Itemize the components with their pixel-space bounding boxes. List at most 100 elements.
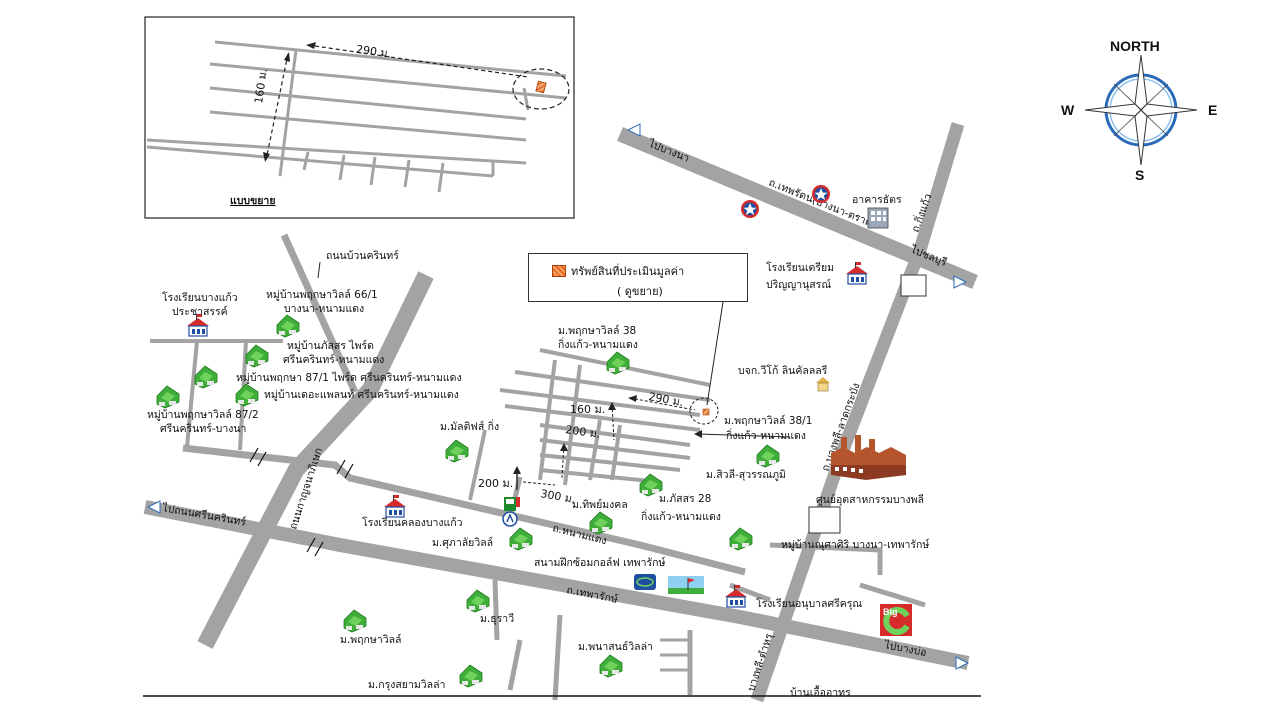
place-label: บางนา-หนามแดง <box>284 303 364 315</box>
school-icon <box>383 494 407 518</box>
place-label: กิ่งแก้ว-หนามแดง <box>558 337 638 351</box>
dist-300-label: 300 ม. <box>539 487 576 506</box>
place-label: ม.มัลติฟส์ กิ่ง <box>440 419 499 433</box>
house-icon <box>466 589 490 613</box>
place-label: อาคารธัตร <box>852 194 902 206</box>
dist-200a-label: 200 ม. <box>565 423 602 441</box>
place-label: หมู่บ้านณุศาศิริ บางนา-เทพารักษ์ <box>781 538 930 551</box>
place-label: ม.ธุราวี <box>480 612 514 625</box>
bigc-logo-icon: Big <box>880 604 912 636</box>
place-label: หมู่บ้านพฤกษาวิลล์ 87/2 <box>147 408 259 421</box>
place-label: ม.ภัสสร 28 <box>659 493 711 505</box>
place-label: หมู่บ้านภัสสร ไพร์ด <box>287 339 374 352</box>
inset-property-circle <box>512 68 570 110</box>
place-label: ม.ทิพย์มงคล <box>572 498 628 511</box>
legend-box: ทรัพย์สินที่ประเมินมูลค่า ( ดูขยาย) <box>528 253 748 302</box>
golf-course-icon <box>668 576 704 594</box>
dist-290-label: 290 ม. <box>647 390 684 409</box>
inset-caption: แบบขยาย <box>230 195 275 207</box>
place-label: กิ่งแก้ว-หนามแดง <box>726 428 806 442</box>
house-small-icon <box>816 377 830 392</box>
roundabout-icon <box>502 511 518 527</box>
house-icon <box>509 527 533 551</box>
place-labels: โรงเรียนบางแก้ว ประชาสรรค์ หมู่บ้านพฤกษา… <box>147 194 930 699</box>
place-label: สนามฝึกซ้อมกอล์ฟ เทพารักษ์ <box>534 556 666 569</box>
house-icon <box>194 365 218 389</box>
place-label: ม.พฤกษาวิลล์ 38 <box>558 324 636 337</box>
gas-pump-icon <box>504 497 520 511</box>
blank-square-icon <box>900 274 927 297</box>
legend-title: ทรัพย์สินที่ประเมินมูลค่า <box>571 265 685 278</box>
house-icon <box>459 664 483 688</box>
place-label: ม.พฤกษาวิลล์ <box>340 633 401 646</box>
inset-map: 290 ม. 160 ม. แบบขยาย <box>144 16 575 219</box>
house-icon <box>235 383 259 407</box>
bigc-logo-text: Big <box>883 607 898 617</box>
gas-station-icon <box>812 185 830 203</box>
gas-station-icon <box>741 200 759 218</box>
road-thepharak <box>143 500 970 670</box>
road-king-kaeo <box>182 444 746 576</box>
place-label: ม.พนาสนธ์วิลล่า <box>578 640 653 653</box>
office-building-icon <box>867 207 889 229</box>
property-marker <box>702 408 710 416</box>
compass-west-label: W <box>1061 102 1075 118</box>
place-label: โรงเรียนเตรียม <box>766 261 834 274</box>
road-srinakarin-north <box>280 233 359 394</box>
place-label: หมู่บ้านเดอะแพลนท์ ศรีนครินทร์-หนามแดง <box>264 388 459 401</box>
place-label: กิ่งแก้ว-หนามแดง <box>641 509 721 523</box>
place-label: หมู่บ้านพฤกษา 87/1 ไพร์ด ศรีนครินทร์-หนา… <box>236 371 462 384</box>
place-label: ม.ศุภาลัยวิลล์ <box>432 536 493 549</box>
dist-200b-label: 200 ม. <box>478 477 513 490</box>
soi-grid <box>499 348 711 486</box>
inset-dist-vertical-label: 160 ม. <box>252 68 270 105</box>
direction-arrows <box>146 123 970 670</box>
road-label-srinakarin: ถนนบ้วนครินทร์ <box>326 249 399 262</box>
road-break-marks <box>249 447 354 557</box>
school-icon <box>845 261 869 285</box>
place-label: บจก.วีโก้ ลินคัลลลรี <box>738 364 828 377</box>
place-label: ม.พฤกษาวิลล์ 38/1 <box>724 414 812 427</box>
compass-rose: NORTH S W E <box>1061 38 1217 183</box>
place-label: บ้านเอื้ออาทร <box>790 685 851 699</box>
compass-south-label: S <box>1135 167 1144 183</box>
landmark-icons: Big <box>186 185 927 636</box>
inset-property-marker <box>535 80 547 94</box>
factory-icon <box>831 435 906 480</box>
compass-north-label: NORTH <box>1110 38 1160 54</box>
house-icon <box>156 385 180 409</box>
house-icon <box>445 439 469 463</box>
property-swatch-icon <box>552 265 566 277</box>
house-icon <box>276 314 300 338</box>
place-label: ม.กรุงสยามวิลล่า <box>368 679 445 691</box>
place-label: ศรีนครินทร์-บางนา <box>160 422 246 435</box>
house-icon <box>589 511 613 535</box>
house-icon <box>606 351 630 375</box>
place-label: ม.สิวลี-สุวรรณภูมิ <box>706 468 786 481</box>
inset-dist-horizontal-arrow <box>307 44 529 78</box>
sports-icon <box>634 574 656 590</box>
place-label: โรงเรียนบางแก้ว <box>162 291 238 304</box>
place-label: หมู่บ้านพฤกษาวิลล์ 66/1 <box>266 288 378 301</box>
property-circle <box>689 397 719 425</box>
main-roads <box>143 122 978 703</box>
place-label: ศูนย์อุตสาหกรรมบางพลี <box>816 493 924 506</box>
house-icon <box>599 654 623 678</box>
house-icon <box>729 527 753 551</box>
place-label: โรงเรียนอนุบาลศรีครุณ <box>756 597 862 610</box>
house-icon <box>343 609 367 633</box>
place-label: ปริญญานุสรณ์ <box>766 278 831 291</box>
dist-160-label: 160 ม. <box>570 403 605 416</box>
inset-dist-horizontal-label: 290 ม. <box>355 43 392 61</box>
place-label: ประชาสรรค์ <box>172 305 228 318</box>
place-label: ศรีนครินทร์-หนามแดง <box>283 353 384 366</box>
legend-subtitle: ( ดูขยาย) <box>617 285 663 298</box>
property-location: 290 ม. 160 ม. 200 ม. 200 ม. 300 ม. <box>478 301 791 506</box>
road-srinakarin <box>197 271 434 649</box>
house-icon <box>756 444 780 468</box>
road-bangphli-latkrabang <box>750 122 965 703</box>
compass-east-label: E <box>1208 102 1217 118</box>
blank-square-icon <box>808 506 841 534</box>
place-label: โรงเรียนคลองบางแก้ว <box>362 516 463 529</box>
